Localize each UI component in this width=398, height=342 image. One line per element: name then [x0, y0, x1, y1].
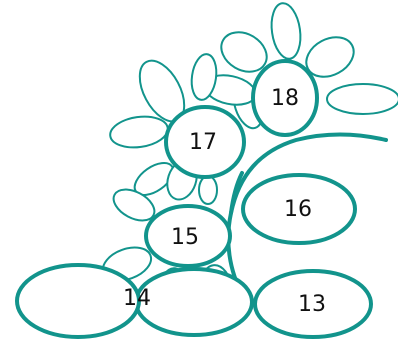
connector-layer: [226, 132, 388, 298]
label-18: 18: [271, 86, 299, 111]
ring-left-bottom: [15, 263, 141, 339]
label-layer: 13 14 15 16 17 18: [123, 86, 326, 317]
petal-17-left: [109, 115, 169, 149]
label-15: 15: [171, 225, 199, 250]
stem-right: [226, 132, 388, 298]
ring-14: [134, 267, 254, 337]
stem-inner: [229, 171, 244, 215]
ring-layer: [15, 59, 373, 339]
label-17: 17: [189, 130, 217, 155]
petal-17-upper-center: [190, 53, 218, 101]
ring-18: [251, 59, 319, 137]
petal-15-left: [112, 188, 156, 222]
petal-17-lower-right: [198, 175, 218, 205]
label-14: 14: [123, 286, 151, 311]
petal-18-upper-right: [305, 36, 355, 78]
petal-18-left: [220, 31, 268, 73]
petal-18-top: [270, 2, 302, 60]
label-13: 13: [298, 292, 326, 317]
ring-15: [144, 204, 232, 268]
ring-16: [241, 173, 357, 245]
label-16: 16: [284, 197, 312, 222]
petal-18-right: [326, 83, 398, 115]
ring-13: [253, 269, 373, 339]
ring-17: [164, 105, 246, 179]
